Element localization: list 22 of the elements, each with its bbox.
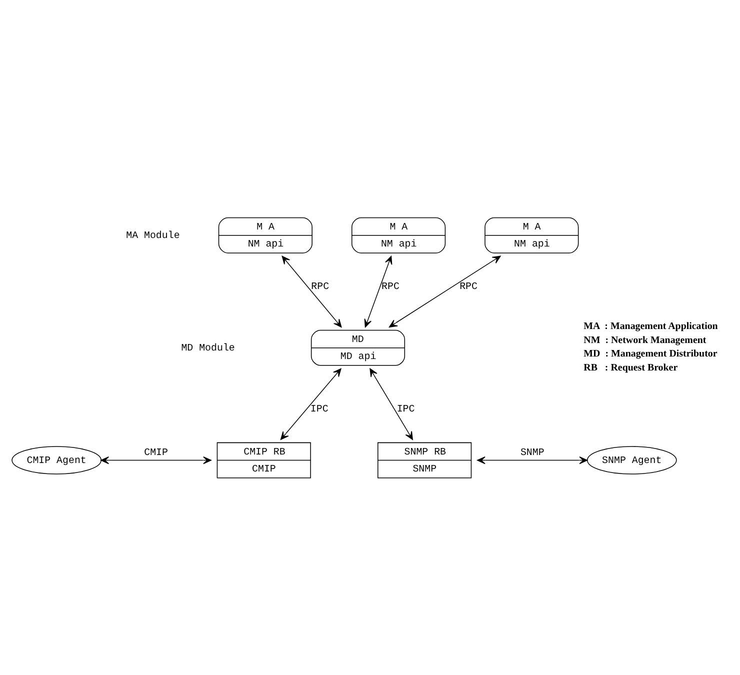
arrow bbox=[100, 456, 212, 464]
arrow bbox=[388, 256, 501, 328]
arrow bbox=[364, 256, 392, 328]
edge-label: RPC bbox=[460, 281, 478, 292]
node-ellipse: SNMP Agent bbox=[586, 446, 677, 474]
arrow bbox=[477, 456, 588, 464]
label: MD : Management Distributor bbox=[584, 348, 718, 360]
arrow bbox=[282, 256, 342, 328]
edge-label: IPC bbox=[310, 404, 328, 415]
arrow bbox=[370, 368, 413, 440]
edge-label: CMIP bbox=[144, 447, 168, 458]
edge-label: IPC bbox=[396, 404, 415, 415]
label: MD Module bbox=[181, 342, 235, 354]
edge-label: RPC bbox=[311, 281, 330, 292]
node-ellipse: CMIP Agent bbox=[12, 446, 102, 474]
label: NM : Network Management bbox=[584, 334, 706, 346]
label: MA : Management Application bbox=[584, 321, 718, 332]
label: MA Module bbox=[126, 230, 180, 241]
edge-label: SNMP bbox=[520, 447, 544, 458]
label: RB : Request Broker bbox=[584, 362, 678, 374]
edge-label: RPC bbox=[382, 281, 400, 292]
arrow bbox=[280, 368, 342, 440]
